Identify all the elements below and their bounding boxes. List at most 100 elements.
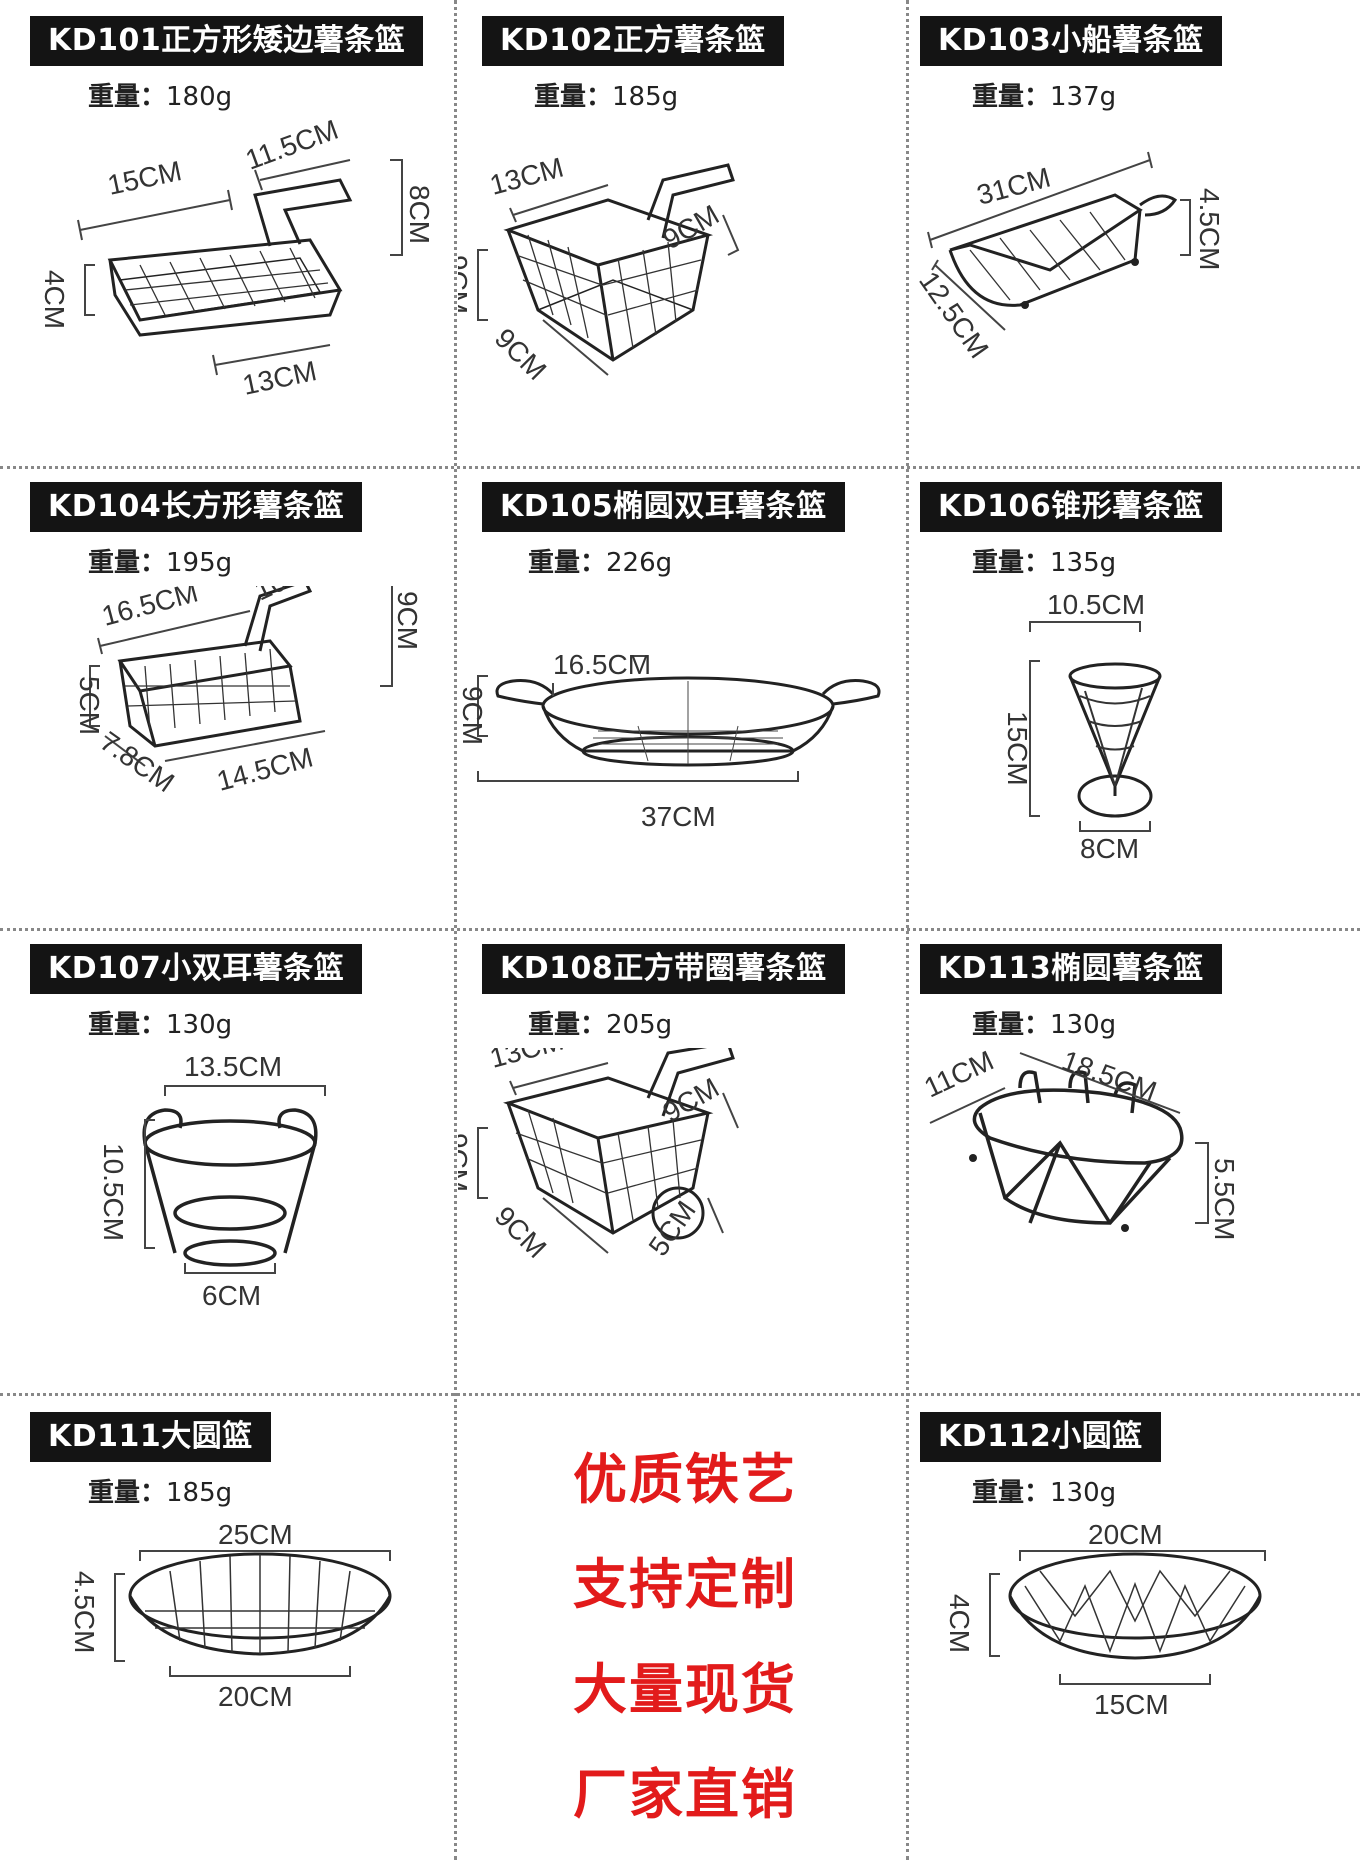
product-title: KD102正方薯条篮 [482,16,784,66]
product-title: KD107小双耳薯条篮 [30,944,363,994]
basket-illustration: 16.5CM 10.5CM 9CM 5CM 7.8CM 14.5CM [0,537,450,916]
dimension-label: 9CM [392,591,423,650]
dimension-label: 11CM [919,1048,998,1103]
dimension-label: 7.8CM [95,726,180,799]
product-card-kd112: KD112小圆篮 重量：130g 20CM 4CM 15CM [910,1396,1360,1856]
large-round-basket-drawing: 25CM 4.5CM 20CM [69,1519,392,1712]
dimension-label: 9CM [458,686,488,745]
basket-illustration: 13.5CM 10.5CM 6CM [0,1048,450,1378]
slogan-text: 优质铁艺 [573,1448,797,1511]
dimension-label: 15CM [1002,711,1033,786]
dimension-label: 20CM [1088,1519,1163,1550]
product-card-kd106: KD106锥形薯条篮 重量：135g 10.5CM 15CM 8CM [910,466,1360,926]
dimension-label: 8CM [404,185,435,244]
basket-illustration: 25CM 4.5CM 20CM [0,1516,450,1846]
product-weight: 重量：180g [88,82,233,112]
product-weight: 重量：130g [972,1478,1117,1508]
product-card-kd101: KD101正方形矮边薯条篮 重量：180g 15CM 11.5CM [0,0,450,460]
dimension-label: 4.5CM [1194,188,1225,270]
dimension-label: 10.5CM [249,586,351,606]
dimension-label: 13CM [487,152,567,201]
boat-fry-basket-drawing: 31CM 4.5CM 12.5CM [913,151,1225,364]
small-round-basket-drawing: 20CM 4CM 15CM [944,1519,1266,1720]
small-double-handle-basket-drawing: 13.5CM 10.5CM 6CM [98,1051,326,1311]
basket-illustration: 10.5CM 15CM 8CM [910,586,1360,916]
product-weight: 重量：185g [88,1478,233,1508]
dimension-label: 13CM [487,1048,567,1074]
product-title: KD105椭圆双耳薯条篮 [482,482,845,532]
slogan-text: 厂家直销 [573,1763,797,1826]
dimension-label: 9CM [489,1200,553,1264]
slogan-text: 支持定制 [573,1553,797,1616]
dimension-label: 9CM [458,255,473,314]
dimension-label: 12.5CM [913,266,995,364]
dimension-label: 5.5CM [1209,1158,1240,1240]
dimension-label: 4CM [944,1594,975,1653]
basket-illustration: 13CM 9CM 9CM 9CM 5CM [442,1025,908,1378]
product-weight: 重量：137g [972,82,1117,112]
oval-fry-basket-drawing: 11CM 18.5CM 5.5CM [919,1045,1240,1241]
product-card-kd113: KD113椭圆薯条篮 重量：130g 11CM 18.5CM 5.5CM [910,928,1360,1388]
dimension-label: 4.5CM [69,1571,100,1653]
product-title: KD111大圆篮 [30,1412,271,1462]
product-card-kd107: KD107小双耳薯条篮 重量：130g 13.5CM 10.5CM 6CM [0,928,450,1388]
dimension-label: 13CM [240,355,320,401]
product-title: KD106锥形薯条篮 [920,482,1222,532]
product-weight: 重量：226g [528,548,673,578]
product-weight: 重量：205g [528,1010,673,1040]
oval-double-handle-basket-drawing: 16.5CM 9CM 37CM [457,649,881,832]
square-fry-basket-drawing: 13CM 9CM 9CM 9CM [442,152,740,386]
product-title: KD112小圆篮 [920,1412,1161,1462]
product-weight: 重量：130g [972,1010,1117,1040]
dimension-label: 16.5CM [553,649,651,680]
product-card-kd105: KD105椭圆双耳薯条篮 重量：226g 16.5CM 9CM 37CM [457,466,908,926]
basket-illustration: 31CM 4.5CM 12.5CM [910,120,1360,450]
product-card-kd111: KD111大圆篮 重量：185g 25CM 4.5CM 20CM [0,1396,450,1856]
dimension-label: 11.5CM [241,120,342,176]
dimension-label: 9CM [458,1133,473,1192]
product-card-kd104: KD104长方形薯条篮 重量：195g 16.5CM 10.5CM [0,466,450,926]
dimension-label: 10.5CM [1047,589,1145,620]
dimension-label: 37CM [641,801,716,832]
product-title: KD101正方形矮边薯条篮 [30,16,424,66]
dimension-label: 13.5CM [184,1051,282,1082]
dimension-label: 9CM [489,322,553,386]
product-weight: 重量：135g [972,548,1117,578]
square-low-fry-basket-drawing: 15CM 11.5CM 8CM 4CM 13CM [39,114,435,401]
dimension-label: 9CM [658,1072,725,1128]
product-title: KD108正方带圈薯条篮 [482,944,845,994]
dimension-label: 6CM [202,1280,261,1311]
dimension-label: 8CM [1080,833,1139,864]
basket-illustration: 11CM 18.5CM 5.5CM [910,1045,1360,1378]
product-card-kd108: KD108正方带圈薯条篮 重量：205g [442,928,908,1388]
product-card-kd102: KD102正方薯条篮 重量：185g 13CM [442,0,908,460]
dimension-label: 18.5CM [1058,1048,1161,1107]
basket-illustration: 16.5CM 9CM 37CM [457,586,908,916]
dimension-label: 31CM [974,162,1054,211]
product-card-kd103: KD103小船薯条篮 重量：137g 31CM 4.5CM 12.5CM [910,0,1360,460]
basket-illustration: 20CM 4CM 15CM [910,1516,1360,1846]
dimension-label: 5CM [643,1195,702,1261]
rectangle-fry-basket-drawing: 16.5CM 10.5CM 9CM 5CM 7.8CM 14.5CM [74,537,423,799]
row-divider [0,1393,1360,1396]
dimension-label: 15CM [1094,1689,1169,1720]
cone-fry-basket-drawing: 10.5CM 15CM 8CM [1002,589,1162,864]
dimension-label: 20CM [218,1681,293,1712]
dimension-label: 25CM [218,1519,293,1550]
product-weight: 重量：195g [88,548,233,578]
row-divider [0,928,1360,931]
dimension-label: 10.5CM [98,1143,129,1241]
dimension-label: 16.5CM [99,586,202,632]
square-ring-basket-drawing: 13CM 9CM 9CM 9CM 5CM [442,1025,739,1264]
basket-illustration: 15CM 11.5CM 8CM 4CM 13CM [0,114,450,450]
product-title: KD113椭圆薯条篮 [920,944,1222,994]
dimension-label: 4CM [39,270,70,329]
dimension-label: 9CM [658,199,725,255]
row-divider [0,466,1360,469]
product-title: KD103小船薯条篮 [920,16,1222,66]
dimension-label: 15CM [105,155,185,201]
dimension-label: 5CM [74,676,105,735]
basket-illustration: 13CM 9CM 9CM 9CM [442,120,908,450]
slogan-text: 大量现货 [573,1658,797,1721]
product-title: KD104长方形薯条篮 [30,482,363,532]
